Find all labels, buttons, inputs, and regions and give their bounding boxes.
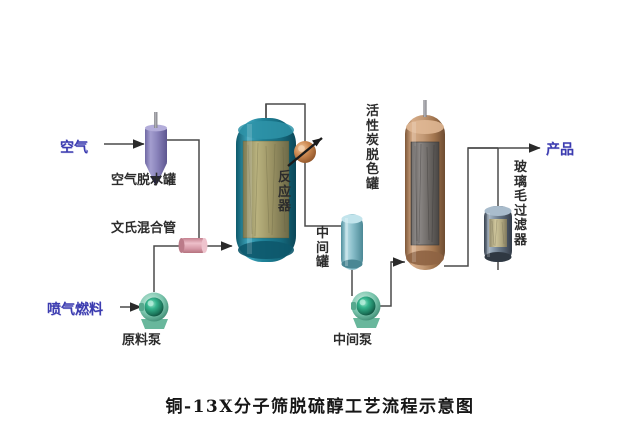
equipment-label-air-dehydration-tank: 空气脱水罐 [111,172,177,187]
equipment-label-activated-carbon-tank: 活性炭脱色罐 [365,103,379,191]
equipment-label-reactor: 反应器 [277,169,291,213]
stream-label-air: 空气 [60,139,88,155]
stream-label-jet-fuel: 喷气燃料 [47,301,103,317]
piping-network [104,103,541,312]
equipment-label-glass-wool-filter: 玻璃毛过滤器 [513,159,527,247]
equipment-reactor [236,118,296,262]
equipment-label-feed-pump: 原料泵 [122,332,162,347]
equipment-control-valve [287,137,323,167]
equipment-label-intermediate-tank: 中间罐 [315,225,329,269]
stream-label-product: 产品 [546,141,574,157]
equipment-label-venturi-mixer: 文氏混合管 [111,220,177,235]
equipment-air-dehydration-tank [145,112,167,186]
equipment-label-intermediate-pump: 中间泵 [333,332,373,347]
equipment-intermediate-tank [341,214,363,270]
diagram-title: 铜-13X分子筛脱硫醇工艺流程示意图 [165,397,475,417]
pipe-intermediate-pump-to-carbon-tank [380,261,405,307]
equipment-glass-wool-filter [484,206,512,262]
equipment-venturi-mixer [178,238,208,253]
equipment-activated-carbon-decolorizing-tank [405,100,445,270]
pipe-feed-pump-to-venturi [153,245,181,292]
equipment-intermediate-pump [351,291,381,328]
equipment-feed-pump [139,292,169,329]
